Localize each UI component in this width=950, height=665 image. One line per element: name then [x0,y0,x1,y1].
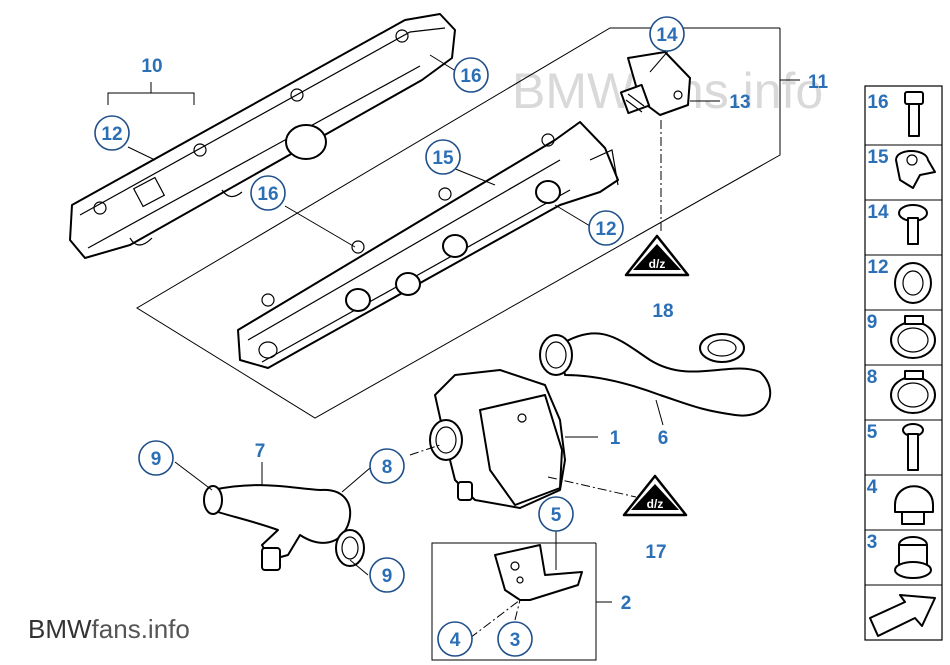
fuel-rail-upper [69,13,456,259]
callout-15[interactable]: 15 [425,139,461,175]
sidebar-item-8[interactable]: 8 [867,367,936,414]
callout-16a[interactable]: 16 [453,57,489,93]
sidebar-item-4[interactable]: 4 [867,477,934,525]
callout-9a-label: 9 [151,449,162,470]
sidebar-item-16[interactable]: 16 [867,91,924,137]
warning-label-17: d/z [622,474,688,517]
throttle-housing [429,369,598,509]
sidebar-item-14-label: 14 [867,202,889,223]
callout-10[interactable]: 10 [141,56,162,77]
sidebar-item-3[interactable]: 3 [867,532,932,579]
callout-9b-label: 9 [382,566,393,587]
warning-label-18: d/z [624,234,690,277]
callout-3[interactable]: 3 [497,621,533,657]
sidebar-item-5[interactable]: 5 [867,422,924,471]
sidebar-item-12-label: 12 [867,257,888,278]
callout-1[interactable]: 1 [610,428,621,449]
callout-9a[interactable]: 9 [138,440,174,476]
sidebar-item-3-label: 3 [867,532,878,553]
sidebar-item-8-label: 8 [867,367,878,388]
callout-3-label: 3 [510,630,521,651]
callout-12a-label: 12 [101,124,122,145]
callout-15-label: 15 [432,148,454,169]
callout-14[interactable]: 14 [649,16,685,52]
sidebar-item-15-label: 15 [867,147,889,168]
brand-rest: fans.info [92,614,190,644]
callout-2[interactable]: 2 [621,593,632,614]
sidebar-item-15[interactable]: 15 [867,147,936,189]
callout-8-label: 8 [382,457,393,478]
sidebar-item-9-label: 9 [867,312,878,333]
callout-14-label: 14 [656,25,678,46]
callout-5-label: 5 [551,505,562,526]
brand-logo: BMWfans.info [28,614,190,644]
svg-text:d/z: d/z [649,257,666,271]
sidebar-item-12[interactable]: 12 [867,257,932,304]
callout-7[interactable]: 7 [255,441,266,462]
sidebar-item-5-label: 5 [867,422,878,443]
callout-4[interactable]: 4 [437,621,473,657]
svg-text:d/z: d/z [647,497,664,511]
callout-16a-label: 16 [460,66,481,87]
pressure-sensor [619,51,720,116]
callout-13[interactable]: 13 [729,92,750,113]
bracket-group [431,542,612,661]
callout-6[interactable]: 6 [658,428,669,449]
rail-assembly-frame [136,27,800,419]
sidebar-item-4-label: 4 [867,477,878,498]
breather-pipe [203,462,365,571]
callout-16b[interactable]: 16 [250,175,286,211]
sidebar-arrow-icon[interactable] [869,594,936,637]
intake-hose [539,332,772,426]
brand-bold: BMW [28,614,92,644]
callout-8[interactable]: 8 [369,448,405,484]
callout-5[interactable]: 5 [538,496,574,532]
callout-17[interactable]: 17 [645,542,666,563]
callout-18[interactable]: 18 [652,301,673,322]
callout-12a[interactable]: 12 [94,115,130,151]
sidebar-item-9[interactable]: 9 [867,312,936,359]
callout-9b[interactable]: 9 [369,557,405,593]
callout-16b-label: 16 [257,184,278,205]
sidebar-item-16-label: 16 [867,92,888,113]
bracket-10 [107,82,195,105]
fuel-rail-lower [237,121,619,369]
callout-11[interactable]: 11 [808,72,829,93]
callout-4-label: 4 [450,630,461,651]
callout-12b[interactable]: 12 [588,210,624,246]
leader-lines [127,49,670,639]
sidebar-item-14[interactable]: 14 [867,202,928,245]
callout-12b-label: 12 [595,219,616,240]
